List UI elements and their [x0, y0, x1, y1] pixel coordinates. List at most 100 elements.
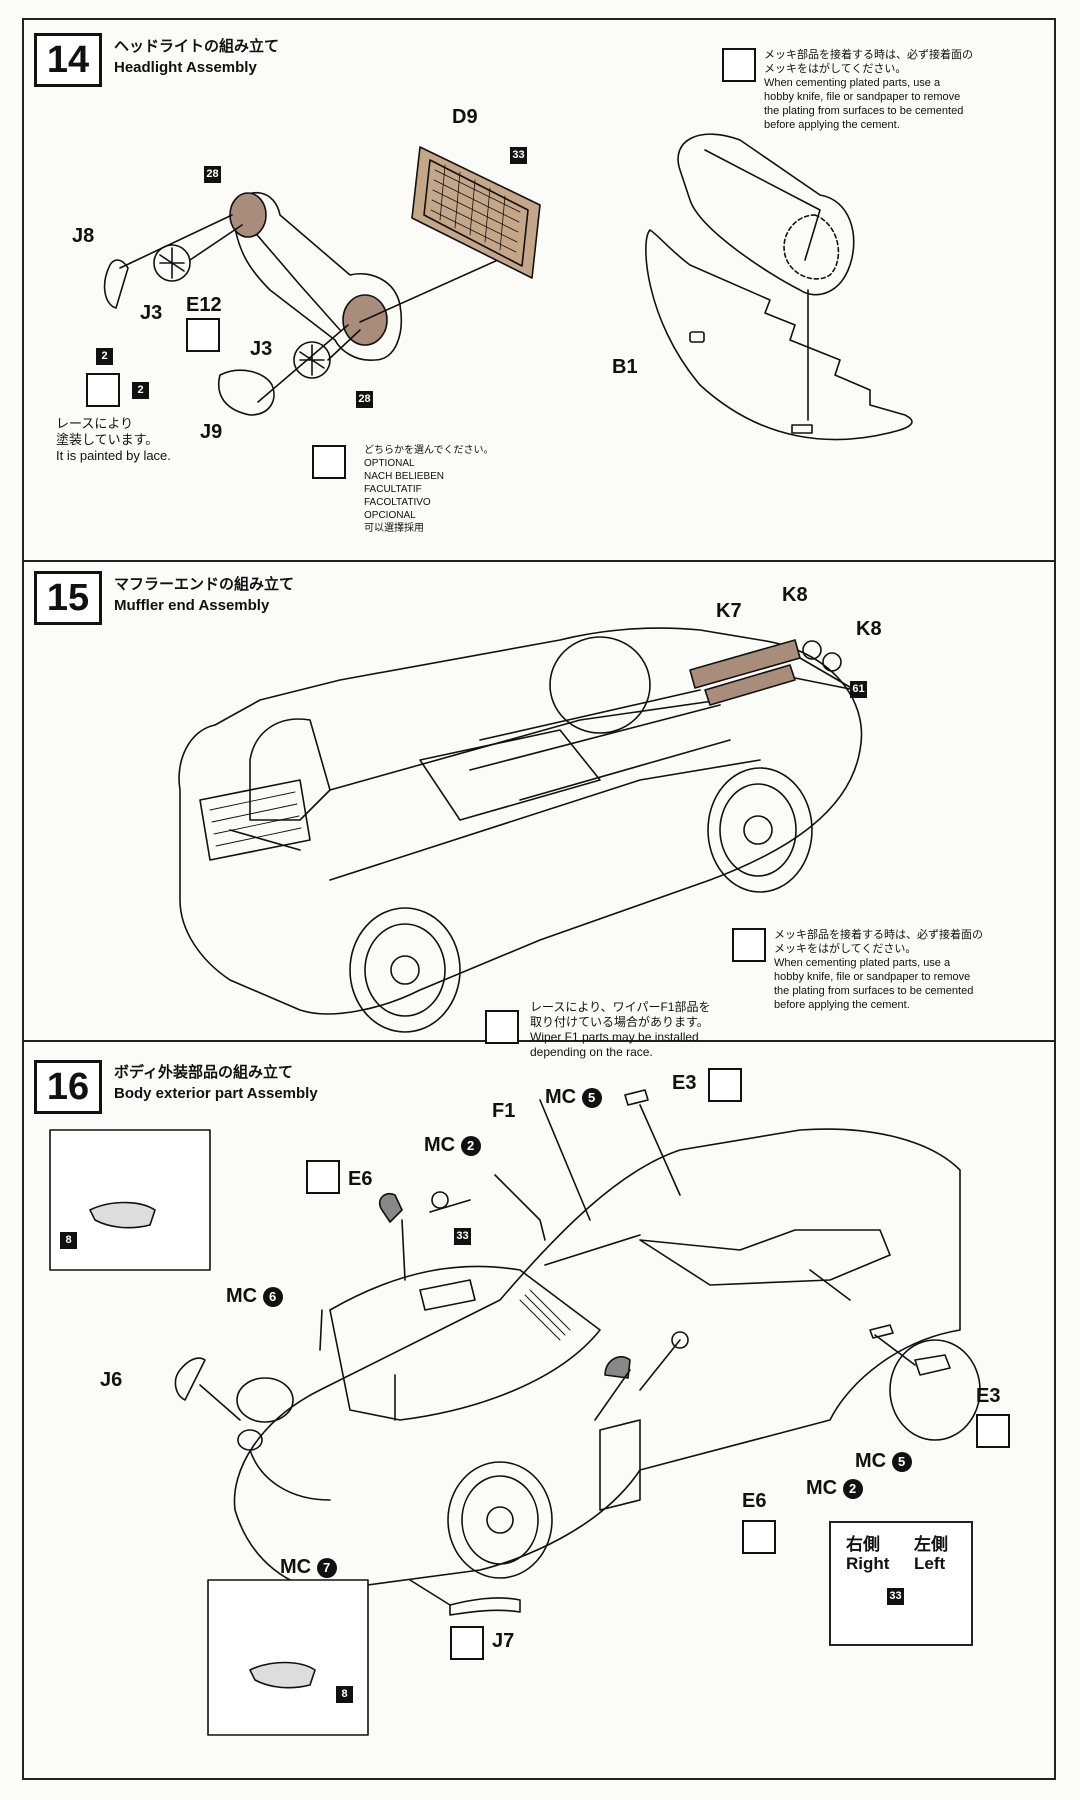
color-number-circle: 5: [891, 1451, 912, 1472]
part-label-b1: B1: [612, 356, 638, 378]
optional-choice-icon: [86, 373, 120, 407]
note-line: Wiper F1 parts may be installed: [530, 1030, 699, 1044]
part-label-d9: D9: [452, 106, 478, 128]
part-label-j8: J8: [72, 225, 95, 247]
paint-number-badge: 33: [510, 147, 527, 164]
note-line: FACULTATIF: [364, 484, 422, 495]
note-line: When cementing plated parts, use a: [764, 77, 941, 89]
part-label-e6: E6: [742, 1490, 767, 1512]
part-label-j6: J6: [100, 1369, 123, 1391]
part-label-e3: E3: [976, 1385, 1001, 1407]
step-title-jp: ボディ外装部品の組み立て: [114, 1064, 293, 1081]
paint-number-badge: 28: [356, 391, 373, 408]
plating-note: メッキ部品を接着する時は、必ず接着面の メッキをはがしてください。 When c…: [764, 48, 973, 132]
part-label-mc: MC 7: [280, 1556, 337, 1579]
mc-text: MC: [424, 1134, 456, 1156]
optional-note: どちらかを選んでください。 OPTIONAL NACH BELIEBEN FAC…: [364, 444, 494, 535]
note-line: どちらかを選んでください。: [364, 445, 494, 456]
right-left-box: [829, 1521, 973, 1646]
step-title-jp: マフラーエンドの組み立て: [114, 576, 295, 593]
lace-note: レースにより 塗装しています。 It is painted by lace.: [56, 416, 171, 464]
part-label-k7: K7: [716, 600, 742, 622]
part-label-mc: MC 2: [806, 1477, 863, 1500]
note-line: FACOLTATIVO: [364, 497, 431, 508]
part-label-e3: E3: [672, 1072, 697, 1094]
part-label-mc: MC 6: [226, 1285, 283, 1308]
color-number-circle: 7: [316, 1557, 337, 1578]
note-line: レースにより、ワイパーF1部品を: [530, 1000, 711, 1014]
color-number-circle: 5: [581, 1087, 602, 1108]
plated-part-icon: [450, 1626, 484, 1660]
part-label-e12: E12: [186, 294, 222, 316]
paint-number-badge: 8: [60, 1232, 77, 1249]
left-label-jp: 左側: [914, 1535, 948, 1554]
mc-text: MC: [855, 1450, 887, 1472]
page-frame: [22, 18, 1056, 1780]
part-label-j7: J7: [492, 1630, 515, 1652]
note-line: When cementing plated parts, use a: [774, 957, 951, 969]
part-label-mc: MC 5: [855, 1450, 912, 1473]
mc-text: MC: [226, 1285, 258, 1307]
note-line: レースにより: [56, 416, 134, 431]
note-line: the plating from surfaces to be cemented: [764, 105, 964, 117]
note-line: OPTIONAL: [364, 458, 415, 469]
paint-number-badge: 33: [454, 1228, 471, 1245]
step-title-en: Body exterior part Assembly: [114, 1085, 318, 1102]
left-label-en: Left: [914, 1554, 946, 1573]
step-number: 14: [34, 33, 102, 87]
note-line: 塗装しています。: [56, 432, 159, 447]
plated-part-icon: [722, 48, 756, 82]
plated-part-icon: [186, 318, 220, 352]
note-line: hobby knife, file or sandpaper to remove: [764, 91, 961, 103]
step-title: ヘッドライトの組み立て Headlight Assembly: [114, 36, 279, 78]
note-line: before applying the cement.: [764, 119, 900, 131]
color-number-circle: 2: [460, 1135, 481, 1156]
part-label-j3: J3: [140, 302, 163, 324]
optional-choice-icon: [485, 1010, 519, 1044]
part-label-mc: MC 2: [424, 1134, 481, 1157]
part-label-k8: K8: [856, 618, 882, 640]
part-label-k8: K8: [782, 584, 808, 606]
color-number-circle: 2: [842, 1478, 863, 1499]
plated-part-icon: [976, 1414, 1010, 1448]
part-label-e6: E6: [348, 1168, 373, 1190]
note-line: メッキ部品を接着する時は、必ず接着面の: [774, 929, 983, 941]
part-label-f1: F1: [492, 1100, 516, 1122]
plated-part-icon: [732, 928, 766, 962]
step-number: 16: [34, 1060, 102, 1114]
note-line: depending on the race.: [530, 1045, 653, 1059]
note-line: OPCIONAL: [364, 510, 416, 521]
note-line: メッキをはがしてください。: [764, 63, 907, 75]
color-number-circle: 6: [262, 1286, 283, 1307]
right-label-jp: 右側: [846, 1535, 880, 1554]
paint-number-badge: 28: [204, 166, 221, 183]
note-line: 可以選擇採用: [364, 523, 424, 534]
paint-number-badge: 61: [850, 681, 867, 698]
part-label-j3: J3: [250, 338, 273, 360]
note-line: It is painted by lace.: [56, 448, 171, 463]
right-label-en: Right: [846, 1554, 890, 1573]
step-title-jp: ヘッドライトの組み立て: [114, 38, 280, 55]
wiper-note: レースにより、ワイパーF1部品を 取り付けている場合があります。 Wiper F…: [530, 1000, 710, 1060]
mc-text: MC: [545, 1086, 577, 1108]
mc-text: MC: [280, 1556, 312, 1578]
note-line: hobby knife, file or sandpaper to remove: [774, 971, 971, 983]
step-title-en: Muffler end Assembly: [114, 597, 270, 614]
note-line: the plating from surfaces to be cemented: [774, 985, 974, 997]
plated-part-icon: [708, 1068, 742, 1102]
paint-number-badge: 33: [887, 1588, 904, 1605]
plated-part-icon: [306, 1160, 340, 1194]
divider: [22, 560, 1056, 562]
step-title-en: Headlight Assembly: [114, 59, 257, 76]
plated-part-icon: [742, 1520, 776, 1554]
paint-number-badge: 2: [96, 348, 113, 365]
paint-number-badge: 8: [336, 1686, 353, 1703]
plating-note: メッキ部品を接着する時は、必ず接着面の メッキをはがしてください。 When c…: [774, 928, 983, 1012]
part-label-mc: MC 5: [545, 1086, 602, 1109]
note-line: NACH BELIEBEN: [364, 471, 445, 482]
step-title: マフラーエンドの組み立て Muffler end Assembly: [114, 574, 294, 616]
divider: [22, 1040, 1056, 1042]
step-title: ボディ外装部品の組み立て Body exterior part Assembly: [114, 1062, 318, 1104]
part-label-j9: J9: [200, 421, 223, 443]
